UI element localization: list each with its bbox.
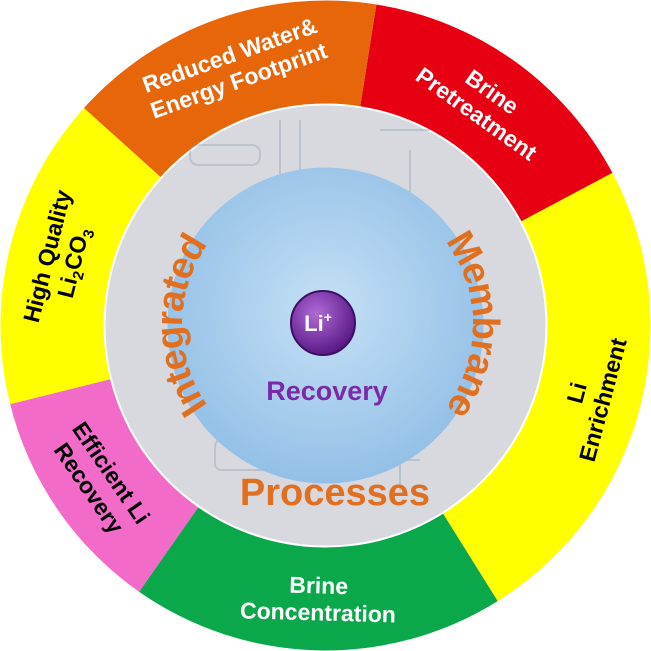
processes-label: Processes	[240, 472, 430, 514]
segment-li-enrichment	[443, 172, 651, 602]
segment-brine-concentration	[139, 507, 498, 651]
segment-high-quality-li2co3	[0, 108, 161, 405]
segment-reduced-water-energy	[83, 0, 377, 177]
li-badge-label: Li+	[304, 309, 332, 336]
segment-label-brine-concentration: BrineConcentration	[240, 570, 397, 627]
recovery-label: Recovery	[266, 376, 388, 406]
segment-brine-pretreatment	[360, 4, 613, 222]
li-badge: Li+	[290, 290, 356, 356]
segment-efficient-li-recovery	[10, 379, 199, 592]
